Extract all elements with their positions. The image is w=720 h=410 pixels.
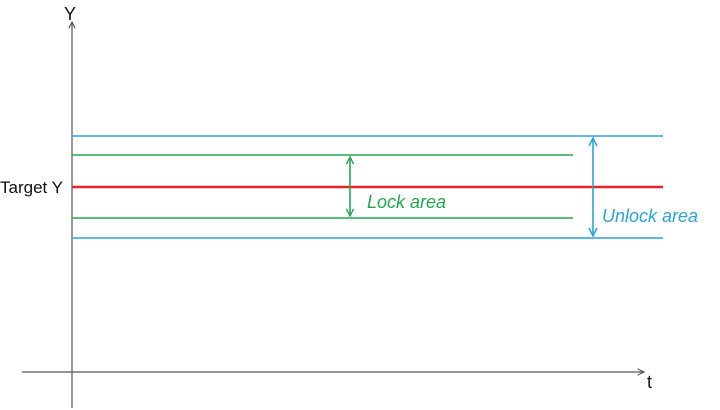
x-axis-label: t — [647, 372, 652, 392]
unlock-area-label: Unlock area — [602, 206, 698, 226]
y-axis-label: Y — [64, 4, 76, 24]
target-label: Target Y — [0, 178, 63, 197]
lock-area-label: Lock area — [367, 192, 446, 212]
